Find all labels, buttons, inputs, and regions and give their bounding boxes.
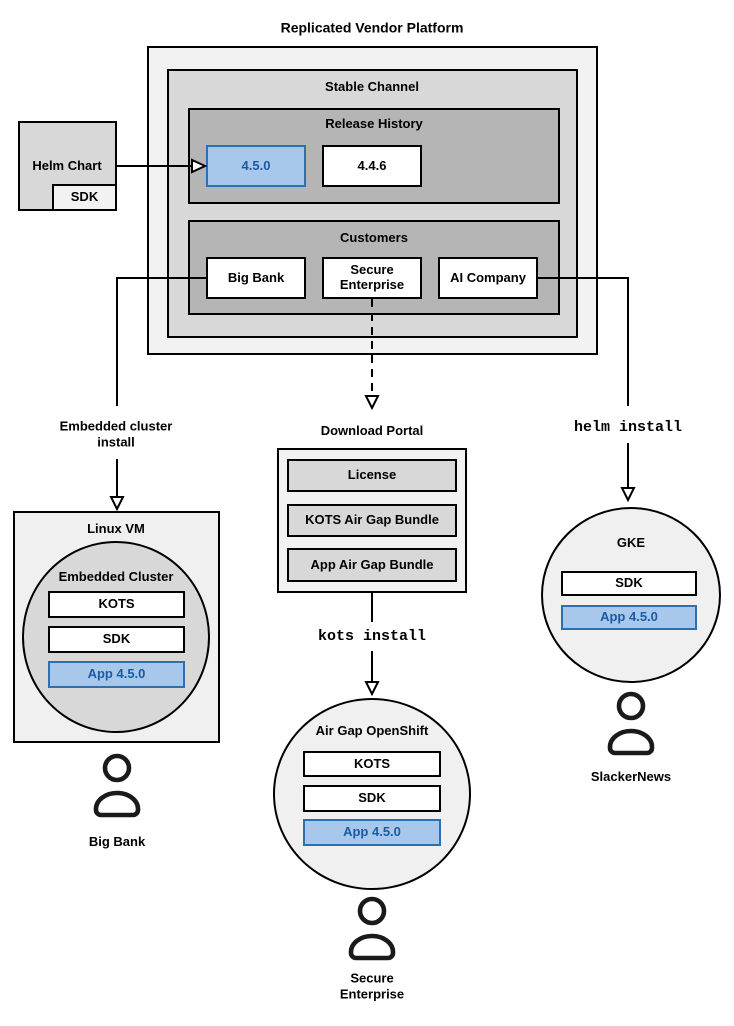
embedded-kots-label: KOTS	[98, 596, 135, 612]
embedded-app-box: App 4.5.0	[48, 661, 185, 688]
arrowhead-down-icon	[364, 681, 380, 697]
license-box: License	[287, 459, 457, 492]
slackernews-user-icon	[604, 691, 658, 764]
helm-chart-sdk-label: SDK	[70, 189, 99, 205]
release-history-label: Release History	[325, 116, 423, 132]
embedded-sdk-box: SDK	[48, 626, 185, 653]
secure-enterprise-user-icon	[345, 896, 399, 969]
embedded-kots-box: KOTS	[48, 591, 185, 618]
download-portal-label: Download Portal	[320, 423, 424, 439]
helm-install-command: helm install	[573, 419, 683, 436]
embedded-app-label: App 4.5.0	[87, 666, 146, 682]
release-4-5-0-label: 4.5.0	[241, 157, 271, 173]
slackernews-user-label: SlackerNews	[590, 769, 672, 785]
release-4-5-0-box: 4.5.0	[206, 145, 306, 187]
release-4-4-6-box: 4.4.6	[322, 145, 422, 187]
secure-enterprise-user-label: Secure Enterprise	[339, 970, 405, 1001]
gke-app-label: App 4.5.0	[600, 609, 658, 625]
gke-sdk-box: SDK	[561, 571, 697, 596]
arrowhead-down-icon	[364, 395, 380, 411]
embedded-install-label: Embedded cluster install	[59, 418, 173, 449]
big-bank-user-icon	[90, 753, 144, 826]
arrowhead-down-icon	[620, 487, 636, 503]
customer-big-bank-box: Big Bank	[206, 257, 306, 299]
customer-ai-company-label: AI Company	[450, 269, 526, 285]
customers-label: Customers	[340, 230, 408, 246]
airgap-app-box: App 4.5.0	[303, 819, 441, 846]
customer-secure-enterprise-label: Secure Enterprise	[339, 262, 405, 292]
gke-sdk-label: SDK	[615, 575, 643, 591]
embedded-sdk-label: SDK	[102, 631, 131, 647]
linux-vm-label: Linux VM	[87, 521, 145, 537]
gke-label: GKE	[616, 535, 646, 551]
gke-app-box: App 4.5.0	[561, 605, 697, 630]
airgap-openshift-label: Air Gap OpenShift	[315, 723, 429, 739]
release-4-4-6-label: 4.4.6	[357, 157, 387, 173]
diagram-title: Replicated Vendor Platform	[280, 19, 464, 36]
app-airgap-bundle-box: App Air Gap Bundle	[287, 548, 457, 582]
airgap-kots-label: KOTS	[353, 755, 391, 771]
embedded-cluster-label: Embedded Cluster	[58, 569, 174, 585]
airgap-kots-box: KOTS	[303, 751, 441, 777]
airgap-sdk-label: SDK	[358, 790, 386, 806]
kots-install-command: kots install	[317, 628, 427, 645]
customer-secure-enterprise-box: Secure Enterprise	[322, 257, 422, 299]
big-bank-user-label: Big Bank	[88, 834, 146, 850]
arrowhead-down-icon	[109, 496, 125, 512]
kots-airgap-bundle-box: KOTS Air Gap Bundle	[287, 504, 457, 537]
license-label: License	[347, 467, 397, 483]
stable-channel-label: Stable Channel	[325, 79, 419, 95]
kots-airgap-bundle-label: KOTS Air Gap Bundle	[305, 512, 439, 528]
helm-chart-sdk-box: SDK	[52, 184, 117, 211]
airgap-sdk-box: SDK	[303, 785, 441, 812]
app-airgap-bundle-label: App Air Gap Bundle	[310, 556, 434, 572]
helm-chart-label: Helm Chart	[32, 158, 102, 174]
airgap-app-label: App 4.5.0	[343, 824, 401, 840]
customer-ai-company-box: AI Company	[438, 257, 538, 299]
customer-big-bank-label: Big Bank	[227, 269, 285, 285]
